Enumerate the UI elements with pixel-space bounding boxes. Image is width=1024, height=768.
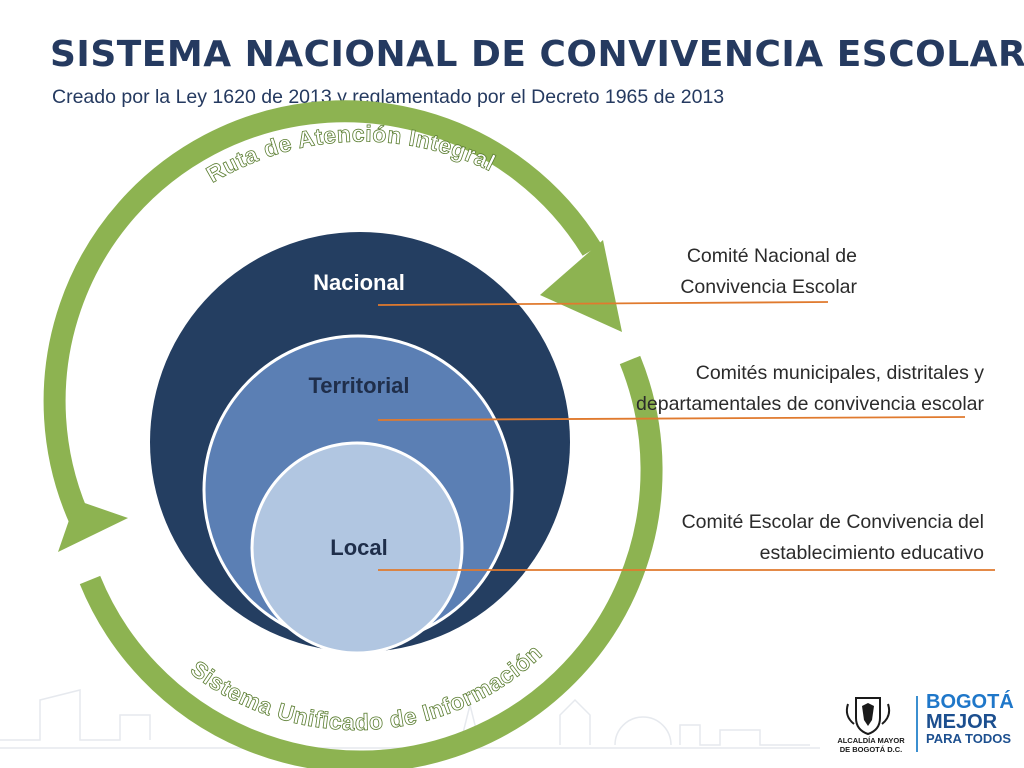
committee-nacional: Comité Nacional de Convivencia Escolar: [680, 241, 857, 303]
level-label-territorial: Territorial: [308, 373, 409, 398]
level-label-nacional: Nacional: [313, 270, 405, 295]
page-subtitle: Creado por la Ley 1620 de 2013 y reglame…: [52, 86, 725, 108]
committee-local-line2: establecimiento educativo: [759, 542, 984, 564]
committee-nacional-line2: Convivencia Escolar: [680, 276, 857, 298]
bogota-mejor-logo: BOGOTÁ MEJOR PARA TODOS: [926, 692, 1014, 746]
level-label-local: Local: [330, 535, 387, 560]
committee-nacional-line1: Comité Nacional de: [686, 245, 857, 267]
committee-territorial-line1: Comités municipales, distritales y: [695, 362, 984, 384]
cycle-ring-arc-top: [43, 100, 602, 525]
level-circle-local: [250, 441, 464, 655]
alcaldia-line2: DE BOGOTÁ D.C.: [839, 745, 903, 754]
cycle-ring-arc-bottom: [79, 355, 663, 768]
committee-territorial-line2: departamentales de convivencia escolar: [636, 393, 984, 415]
footer-logos: ALCALDÍA MAYOR DE BOGOTÁ D.C. BOGOTÁ MEJ…: [830, 690, 1020, 760]
cycle-arrow-left-icon: [58, 500, 128, 552]
logo-divider: [916, 696, 918, 752]
alcaldia-line1: ALCALDÍA MAYOR: [837, 736, 905, 745]
committee-local-line1: Comité Escolar de Convivencia del: [681, 511, 984, 533]
brand-line2: MEJOR: [926, 711, 998, 733]
cycle-arrow-right-icon: [540, 240, 622, 332]
alcaldia-logo-text: ALCALDÍA MAYOR DE BOGOTÁ D.C.: [834, 736, 908, 754]
page-title: SISTEMA NACIONAL DE CONVIVENCIA ESCOLAR: [50, 34, 1024, 75]
connector-line-territorial: [377, 416, 966, 421]
bogota-coat-of-arms-icon: [845, 697, 891, 736]
connector-line-nacional: [377, 301, 829, 306]
cycle-ring: [43, 100, 663, 768]
committee-territorial: Comités municipales, distritales y depar…: [636, 358, 984, 420]
brand-line1: BOGOTÁ: [926, 691, 1014, 713]
committee-local: Comité Escolar de Convivencia del establ…: [682, 507, 984, 569]
brand-line3: PARA TODOS: [926, 731, 1011, 746]
